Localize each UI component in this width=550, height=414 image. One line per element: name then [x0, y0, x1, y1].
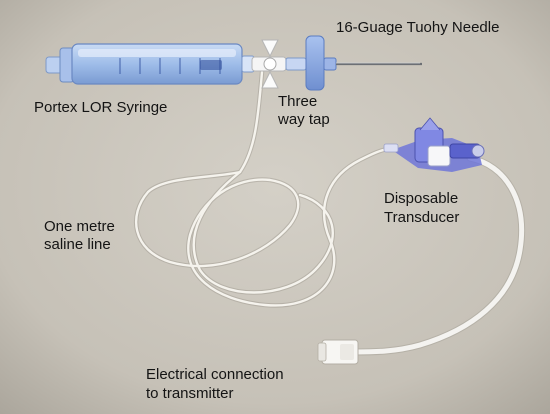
label-saline-line1: One metre — [44, 218, 115, 235]
portex-lor-syringe — [45, 43, 255, 85]
three-way-tap — [251, 39, 287, 89]
tuohy-needle — [285, 35, 422, 91]
label-syringe: Portex LOR Syringe — [34, 99, 168, 116]
label-electrical-line1: Electrical connection — [146, 366, 284, 383]
electrical-connector — [317, 339, 359, 365]
label-saline-line2: saline line — [44, 236, 111, 253]
label-electrical-line2: to transmitter — [146, 385, 234, 402]
disposable-transducer — [383, 117, 485, 172]
saline-line-tubing — [133, 69, 395, 308]
label-needle: 16-Guage Tuohy Needle — [336, 19, 500, 36]
label-tap-line1: Three — [278, 93, 318, 110]
electrical-cable — [351, 154, 526, 356]
label-transducer-line1: Disposable — [384, 190, 459, 207]
label-tap-line2: way tap — [278, 111, 330, 128]
label-transducer-line2: Transducer — [384, 209, 460, 226]
